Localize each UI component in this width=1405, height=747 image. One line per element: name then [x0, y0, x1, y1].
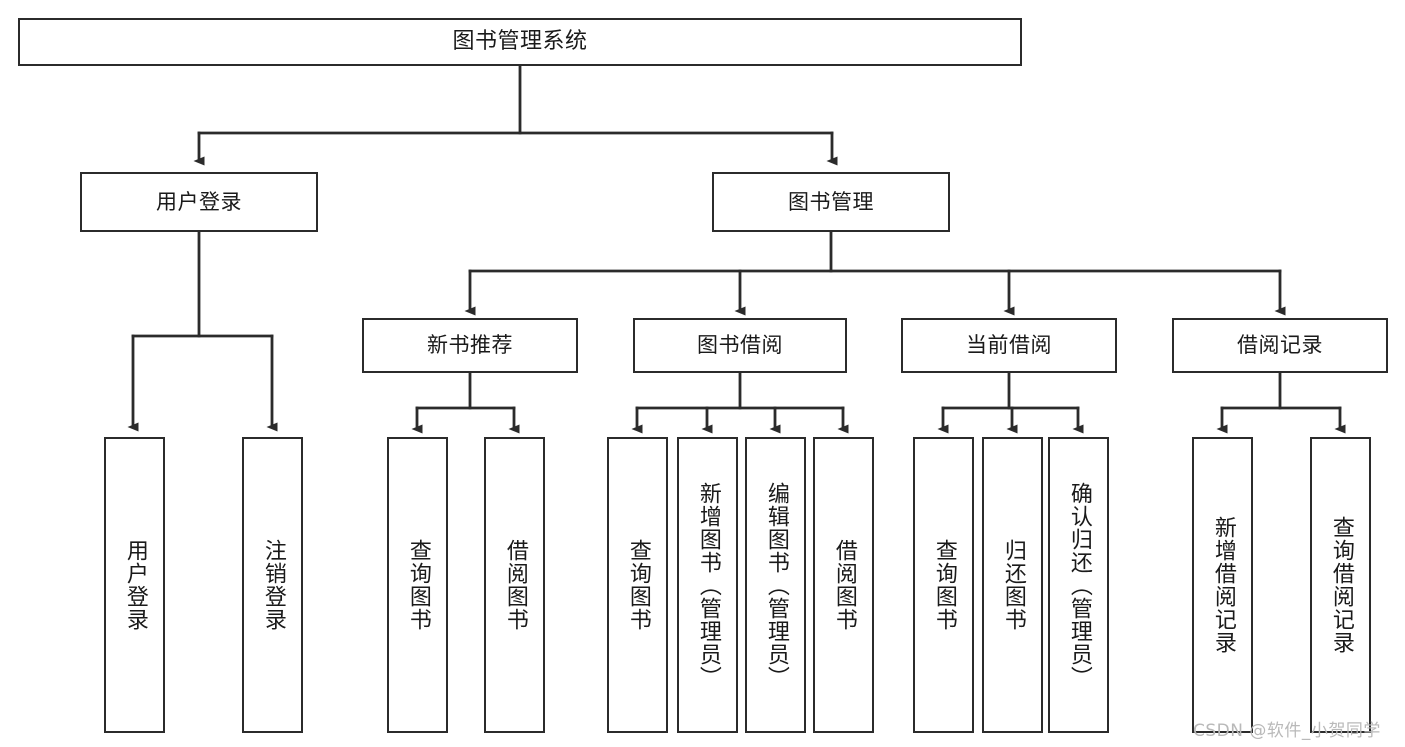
node-leaf-rec-add[interactable]: 新增借阅记录: [1192, 437, 1253, 733]
node-leaf-cur-confirm[interactable]: 确认归还（管理员）: [1048, 437, 1109, 733]
node-leaf-borrow-query[interactable]: 查询图书: [607, 437, 668, 733]
node-leaf-borrow-query-label: 查询图书: [625, 539, 651, 631]
node-book-borrow[interactable]: 图书借阅: [633, 318, 847, 373]
node-leaf-rec-search-label: 查询借阅记录: [1328, 516, 1354, 654]
node-leaf-rec-add-label: 新增借阅记录: [1210, 516, 1236, 654]
node-leaf-rec-query[interactable]: 查询图书: [387, 437, 448, 733]
node-leaf-rec-search[interactable]: 查询借阅记录: [1310, 437, 1371, 733]
node-leaf-cur-query-label: 查询图书: [931, 539, 957, 631]
node-borrow-record[interactable]: 借阅记录: [1172, 318, 1388, 373]
node-leaf-cur-confirm-label: 确认归还（管理员）: [1066, 481, 1092, 689]
node-book-manage[interactable]: 图书管理: [712, 172, 950, 232]
node-leaf-borrow-edit-label: 编辑图书（管理员）: [763, 481, 789, 689]
node-leaf-borrow-edit[interactable]: 编辑图书（管理员）: [745, 437, 806, 733]
node-leaf-rec-query-label: 查询图书: [405, 539, 431, 631]
node-leaf-cur-return[interactable]: 归还图书: [982, 437, 1043, 733]
node-borrow-record-label: 借阅记录: [1237, 333, 1323, 358]
node-leaf-borrow-lend[interactable]: 借阅图书: [813, 437, 874, 733]
node-root-label: 图书管理系统: [452, 29, 588, 55]
node-leaf-borrow-add-label: 新增图书（管理员）: [695, 481, 721, 689]
node-leaf-rec-borrow[interactable]: 借阅图书: [484, 437, 545, 733]
csdn-watermark: CSDN @软件_小贺同学: [1193, 721, 1381, 741]
node-leaf-cur-return-label: 归还图书: [1000, 539, 1026, 631]
node-user-login[interactable]: 用户登录: [80, 172, 318, 232]
node-root[interactable]: 图书管理系统: [18, 18, 1022, 66]
node-new-book-rec-label: 新书推荐: [427, 333, 513, 358]
node-leaf-cur-query[interactable]: 查询图书: [913, 437, 974, 733]
node-leaf-user-login-label: 用户登录: [122, 539, 148, 631]
node-leaf-user-login[interactable]: 用户登录: [104, 437, 165, 733]
node-leaf-user-logout[interactable]: 注销登录: [242, 437, 303, 733]
node-leaf-borrow-add[interactable]: 新增图书（管理员）: [677, 437, 738, 733]
node-leaf-borrow-lend-label: 借阅图书: [831, 539, 857, 631]
node-leaf-user-logout-label: 注销登录: [260, 539, 286, 631]
node-book-manage-label: 图书管理: [788, 189, 874, 214]
node-book-borrow-label: 图书借阅: [697, 333, 783, 358]
node-current-borrow[interactable]: 当前借阅: [901, 318, 1117, 373]
node-user-login-label: 用户登录: [156, 189, 242, 214]
node-current-borrow-label: 当前借阅: [966, 333, 1052, 358]
node-leaf-rec-borrow-label: 借阅图书: [502, 539, 528, 631]
node-new-book-rec[interactable]: 新书推荐: [362, 318, 578, 373]
